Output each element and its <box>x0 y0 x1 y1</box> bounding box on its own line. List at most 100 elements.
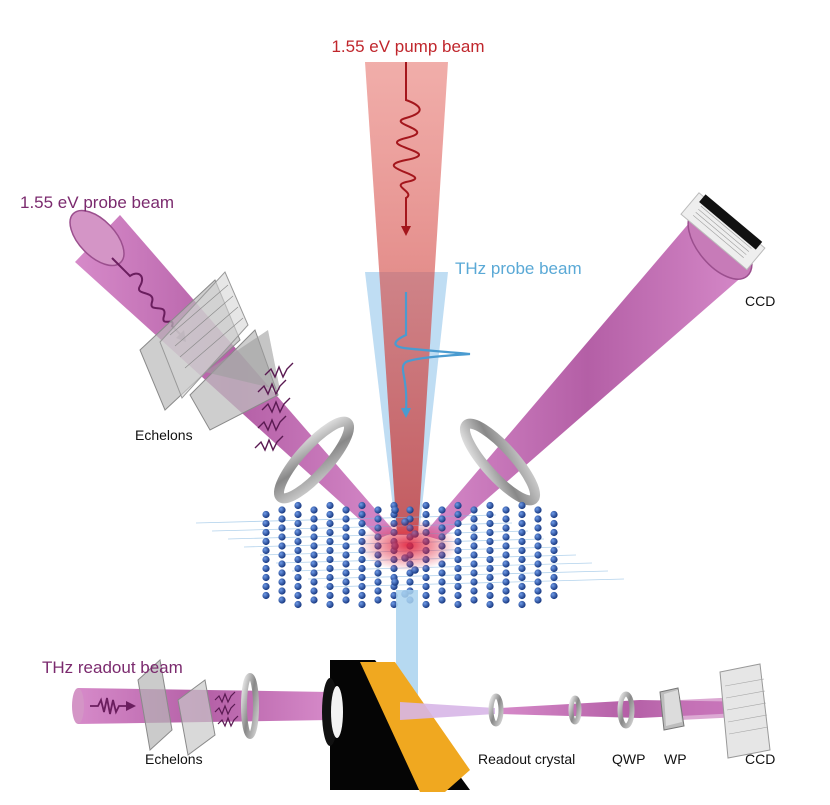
atom <box>390 591 398 600</box>
atom <box>550 510 558 519</box>
atom <box>518 591 526 600</box>
atom <box>358 501 366 510</box>
atom <box>342 533 350 541</box>
lens-right <box>459 418 541 506</box>
atom <box>406 578 414 586</box>
atom <box>518 555 526 564</box>
atom <box>518 582 526 591</box>
atom <box>310 551 318 559</box>
atom <box>470 560 478 568</box>
label-probe-beam: 1.55 eV probe beam <box>20 193 174 212</box>
atom <box>262 546 270 555</box>
atom <box>294 510 302 519</box>
atom <box>502 524 510 532</box>
atom <box>326 591 334 600</box>
atom <box>534 533 542 541</box>
atom <box>454 519 462 528</box>
atom <box>502 596 510 604</box>
thz-pulse-arrow <box>394 292 471 418</box>
atom <box>438 515 446 523</box>
atom <box>486 510 494 519</box>
atom <box>326 519 334 528</box>
atom <box>310 533 318 541</box>
atom <box>486 555 494 564</box>
label-echelons-top: Echelons <box>135 427 193 443</box>
atom <box>294 528 302 537</box>
atom <box>454 573 462 582</box>
atom <box>278 533 286 541</box>
atom <box>358 510 366 519</box>
atom <box>278 524 286 532</box>
atom <box>326 546 334 555</box>
atom <box>470 533 478 541</box>
atom <box>486 600 494 609</box>
atom <box>550 555 558 564</box>
atom <box>470 596 478 604</box>
label-wp: WP <box>664 751 687 767</box>
atom <box>486 582 494 591</box>
atom <box>342 560 350 568</box>
atom <box>502 587 510 595</box>
atom <box>422 510 430 519</box>
atom <box>454 528 462 537</box>
atom <box>310 560 318 568</box>
atom <box>534 551 542 559</box>
atom <box>278 515 286 523</box>
atom <box>310 587 318 595</box>
atom <box>534 560 542 568</box>
ccd-top <box>680 192 766 271</box>
atom <box>486 528 494 537</box>
atom <box>422 582 430 591</box>
atom <box>534 542 542 550</box>
ccd-bottom <box>719 663 771 759</box>
atom <box>262 573 270 582</box>
atom <box>454 600 462 609</box>
atom <box>342 542 350 550</box>
atom <box>502 506 510 514</box>
atom <box>518 537 526 546</box>
atom <box>342 587 350 595</box>
atom <box>550 564 558 573</box>
atom <box>486 573 494 582</box>
atom <box>518 573 526 582</box>
atom <box>358 573 366 582</box>
atom <box>342 578 350 586</box>
atom <box>278 587 286 595</box>
atom <box>310 569 318 577</box>
atom <box>502 569 510 577</box>
atom <box>502 578 510 586</box>
atom <box>262 582 270 591</box>
atom <box>422 501 430 510</box>
atom <box>502 515 510 523</box>
atom <box>518 564 526 573</box>
atom <box>438 569 446 577</box>
echelons-bottom <box>137 659 216 756</box>
atom <box>294 555 302 564</box>
atom <box>486 519 494 528</box>
atom <box>486 546 494 555</box>
atom <box>470 569 478 577</box>
atom <box>262 555 270 564</box>
atom <box>262 519 270 528</box>
atom <box>326 510 334 519</box>
atom <box>326 573 334 582</box>
atom <box>374 569 382 577</box>
atom <box>310 524 318 532</box>
atom <box>294 600 302 609</box>
atom <box>550 537 558 546</box>
label-ccd-bottom: CCD <box>745 751 775 767</box>
atom <box>374 515 382 523</box>
atom <box>470 542 478 550</box>
atom <box>422 600 430 609</box>
label-pump-beam: 1.55 eV pump beam <box>331 37 484 56</box>
label-ccd-top: CCD <box>745 293 775 309</box>
atom <box>470 506 478 514</box>
wp-element <box>659 687 685 731</box>
atom <box>391 506 399 514</box>
lens-left <box>273 416 355 504</box>
atom <box>518 600 526 609</box>
atom <box>518 528 526 537</box>
atom <box>294 573 302 582</box>
atom <box>262 510 270 519</box>
atom <box>518 546 526 555</box>
